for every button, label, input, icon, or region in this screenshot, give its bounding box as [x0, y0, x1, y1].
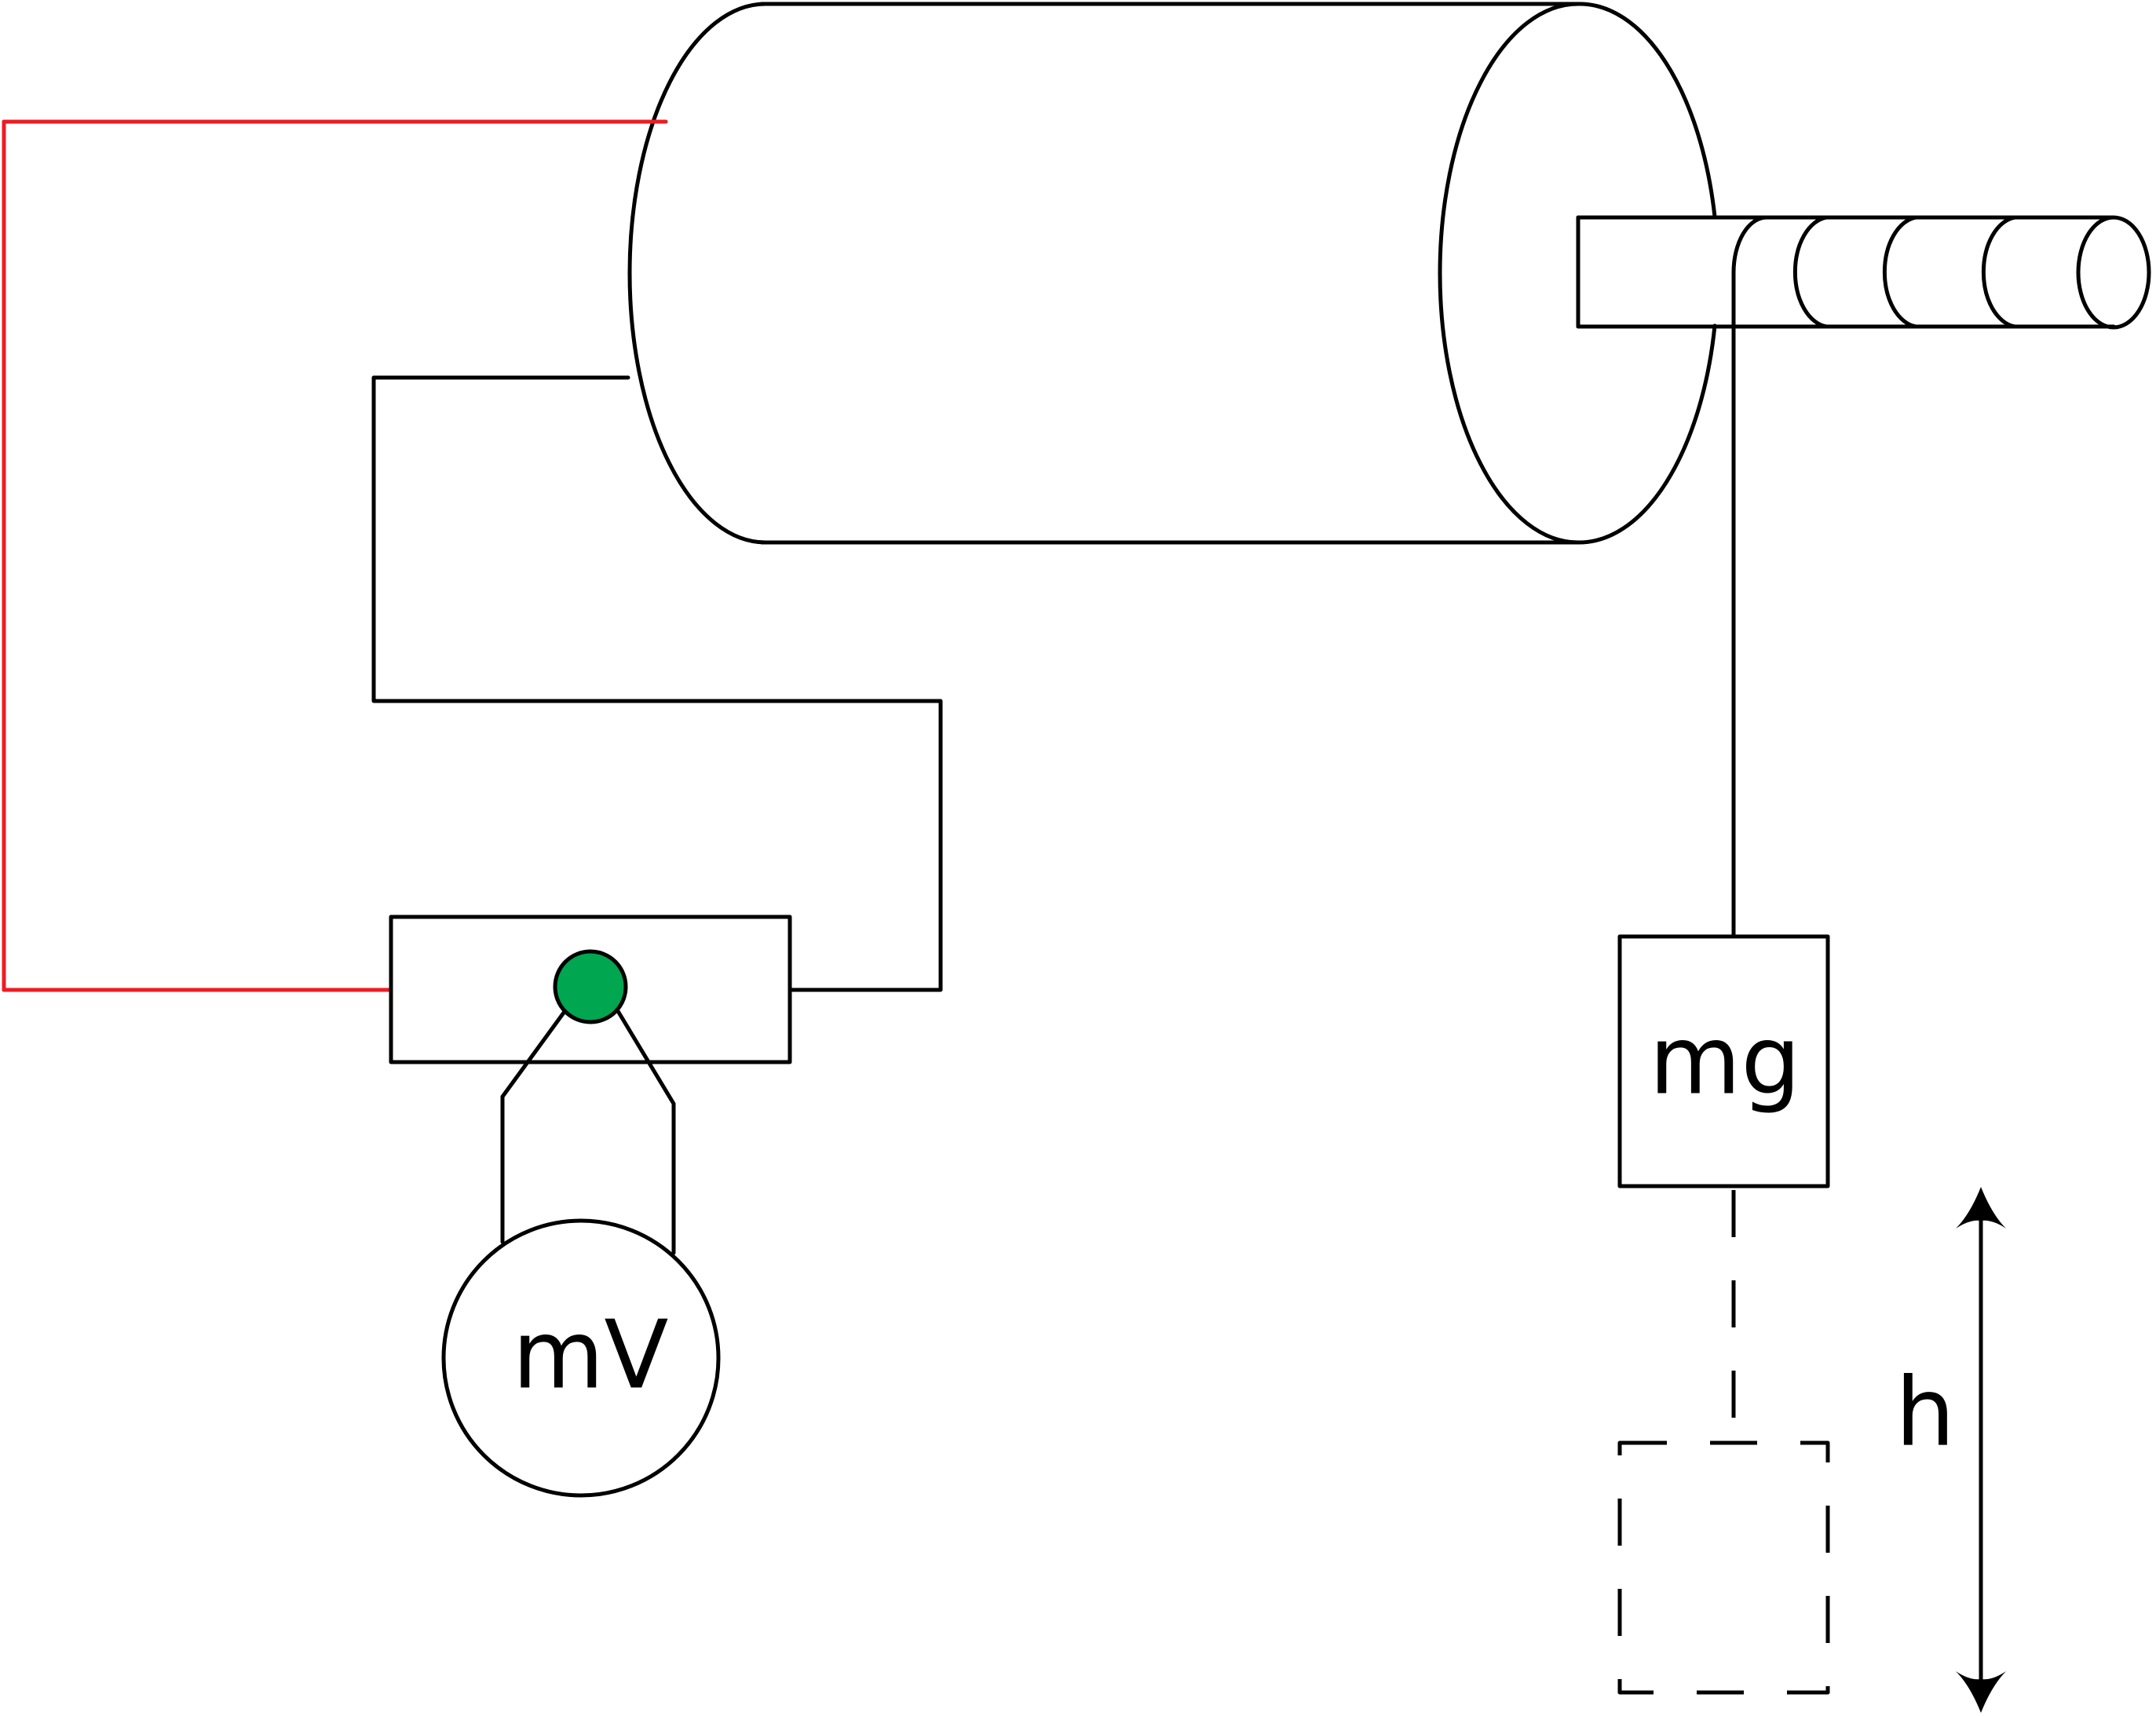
coil-2: [1792, 215, 1829, 329]
drum-right-face-lower: [1576, 323, 1717, 545]
mass-final-position: [1617, 1440, 1830, 1695]
terminal-block: [389, 915, 792, 1064]
voltmeter-lead-right: [616, 1009, 676, 1255]
coil-4: [1981, 215, 2017, 329]
drum-right-face-back: [1438, 2, 1580, 545]
height-arrow-top-head: [1956, 1187, 2006, 1229]
thermocouple-junction: [553, 949, 628, 1024]
drum-cylinder: [627, 2, 1717, 545]
voltmeter-lead-left: [500, 1010, 566, 1244]
drum-left-end: [627, 2, 768, 545]
voltmeter-icon: mV: [441, 1218, 721, 1498]
mass-block: [1617, 934, 1830, 1188]
voltmeter-label: mV: [513, 1302, 669, 1411]
red-wire: [2, 119, 668, 992]
axle: [1576, 215, 2151, 330]
double-arrow-icon: [1956, 1187, 2006, 1713]
mass-label: mg: [1649, 1007, 1800, 1116]
coil-3: [1882, 215, 1918, 329]
voltmeter-body: [441, 1218, 721, 1498]
height-label: h: [1895, 1359, 1955, 1468]
coil-1: [1731, 215, 1769, 275]
height-arrow-bottom-head: [1956, 1671, 2006, 1713]
drum-right-face-upper: [1576, 2, 1717, 219]
axle-end-cap: [2076, 215, 2151, 330]
black-wire: [371, 375, 943, 992]
